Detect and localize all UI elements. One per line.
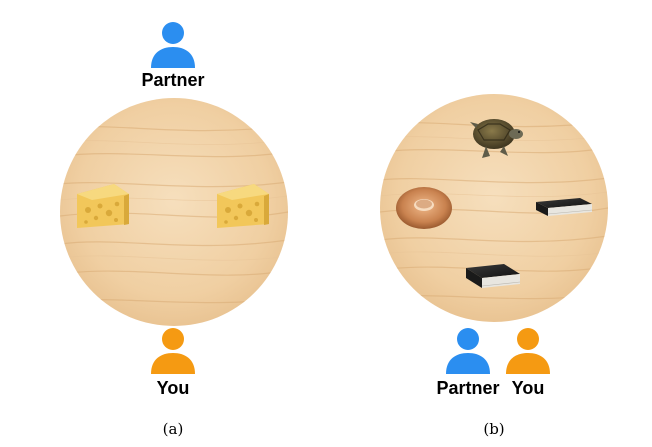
caption-a: (a) [162,420,184,438]
caption-b: (b) [483,420,505,438]
cheese-icon [214,180,272,232]
partner-person-icon [149,21,197,69]
you-person-icon [504,327,552,375]
turtle-icon [464,110,524,162]
partner-label: Partner [436,378,500,398]
you-label: You [511,378,545,398]
you-label: You [156,378,190,398]
partner-person-icon [444,327,492,375]
you-person-icon [149,327,197,375]
cheese-icon [74,180,132,232]
donut-icon [394,184,454,230]
book-icon [534,196,594,218]
book-icon [464,262,522,294]
partner-label: Partner [141,70,205,90]
